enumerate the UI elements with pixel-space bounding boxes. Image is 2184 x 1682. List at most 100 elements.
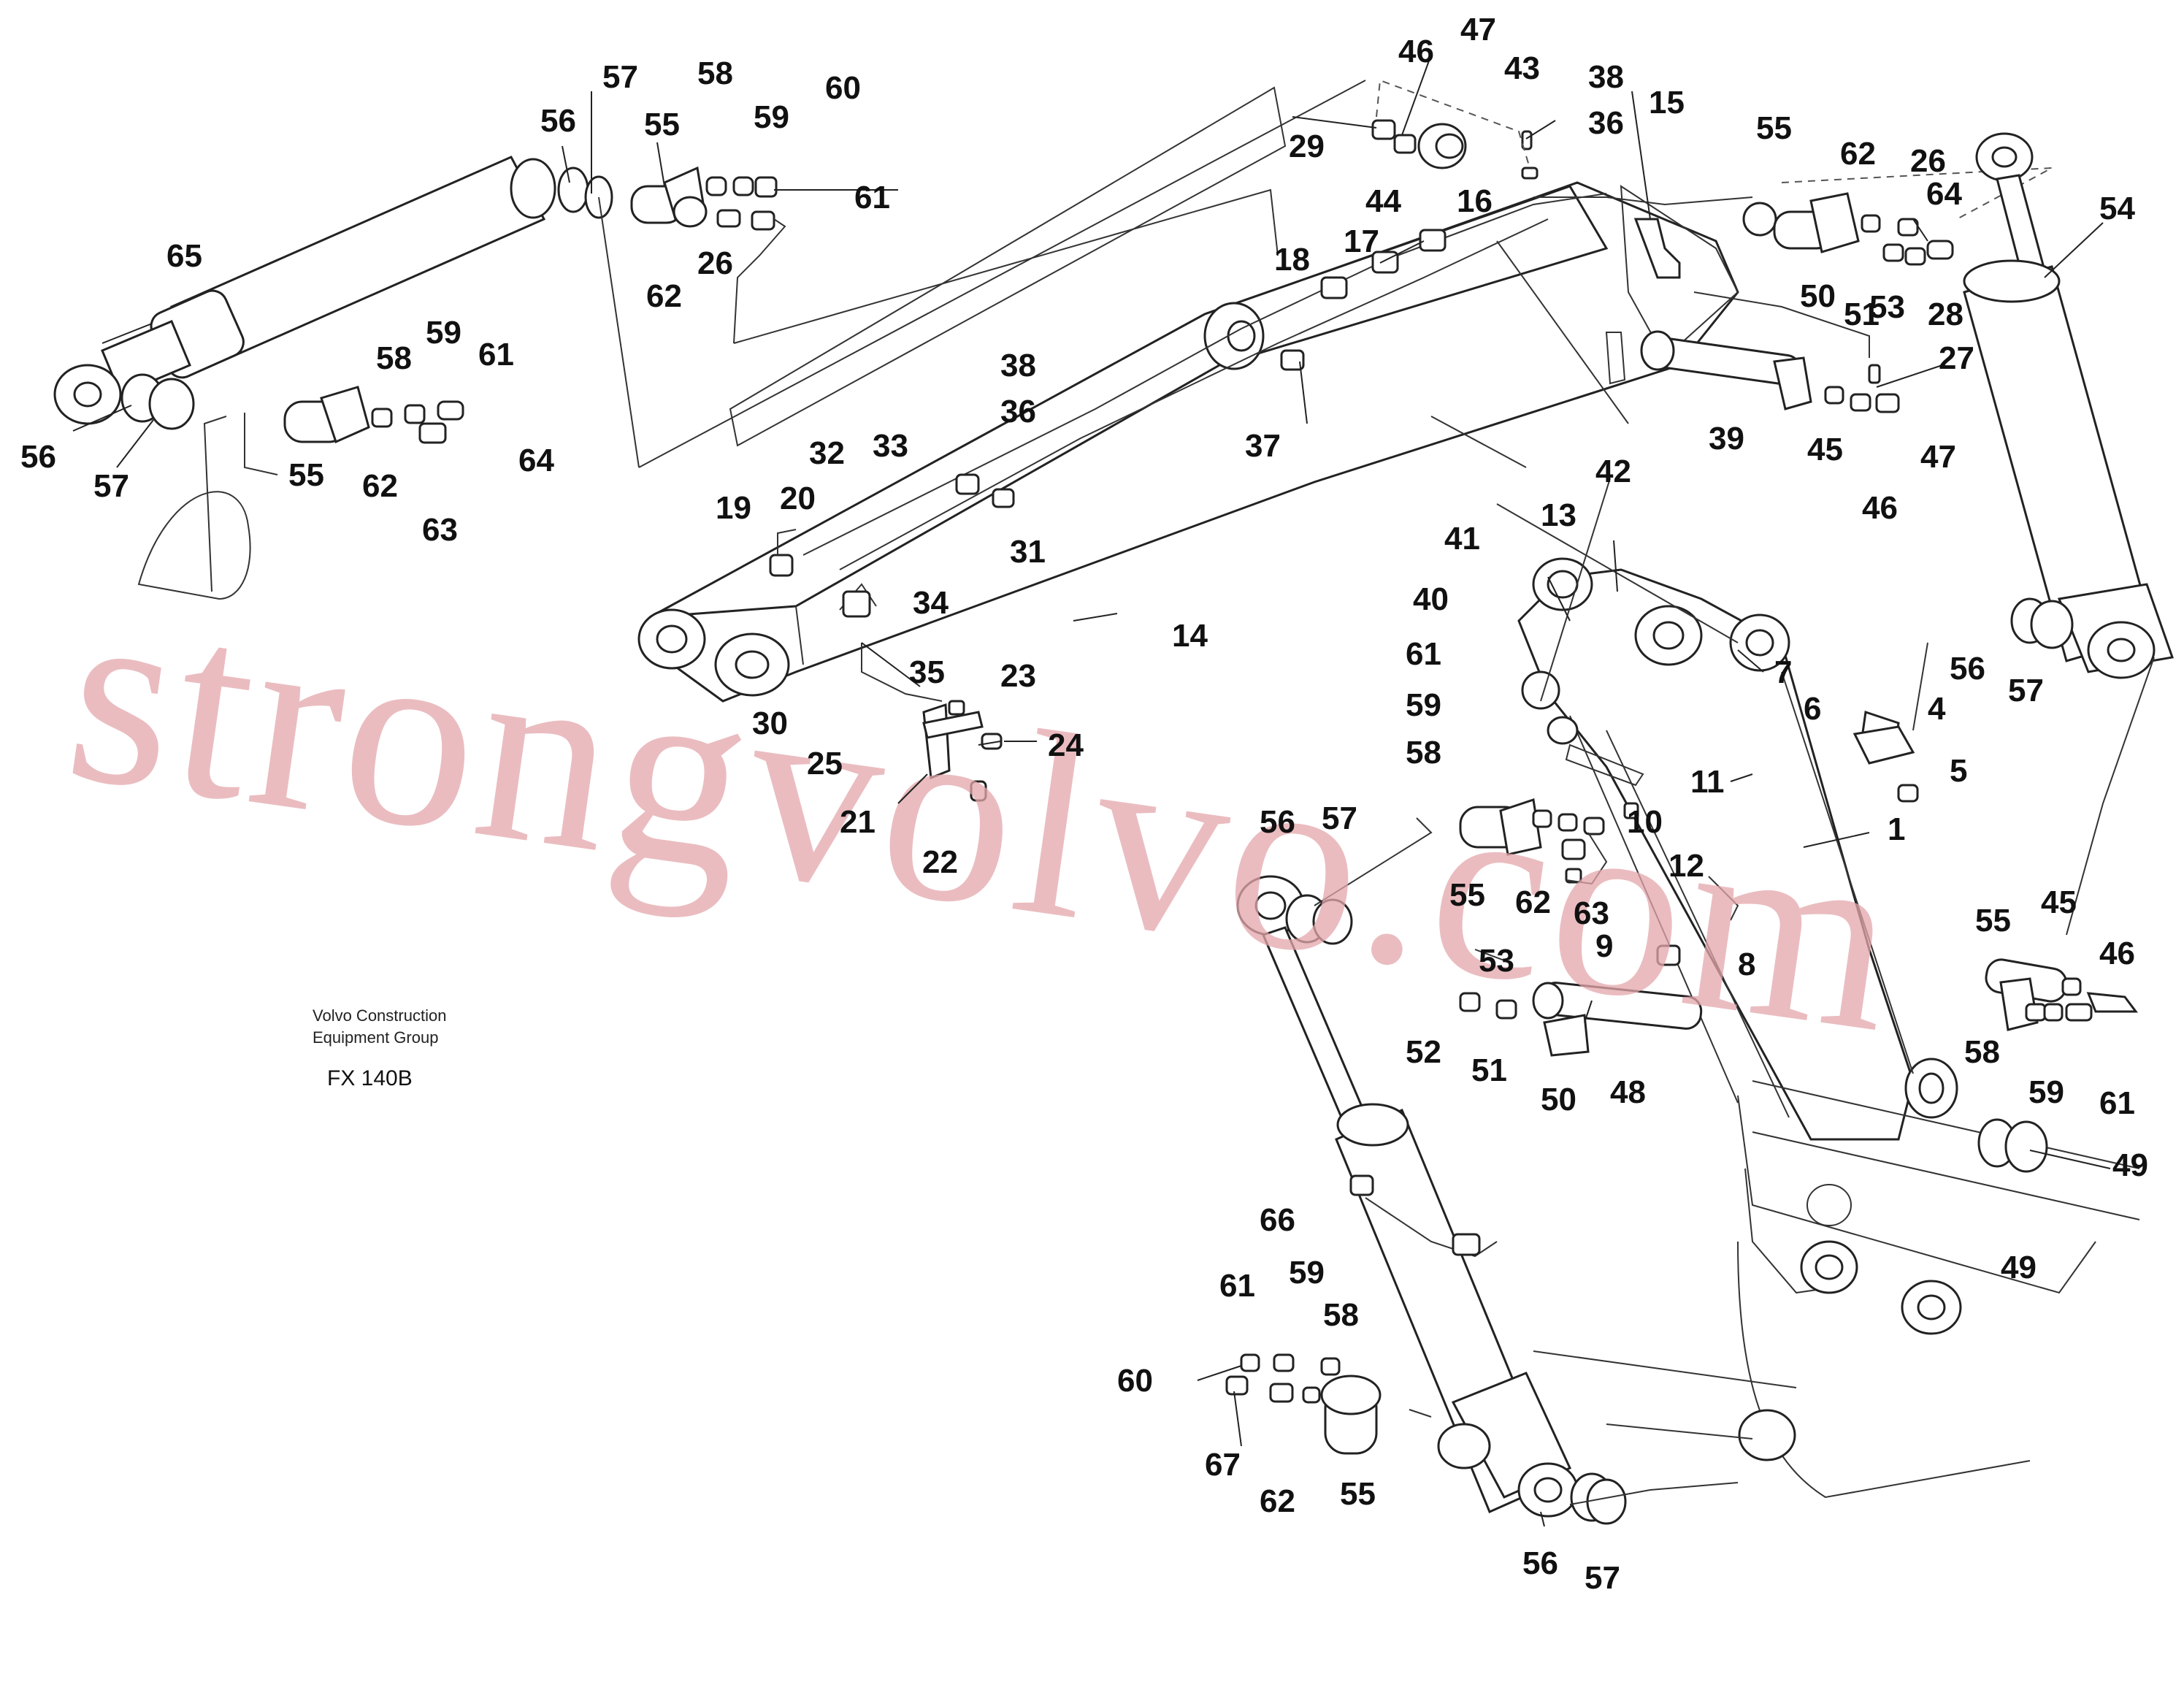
boom (1517, 557, 1958, 1141)
callout-13: 13 (1541, 497, 1576, 533)
callout-24: 24 (1048, 727, 1084, 763)
callout-56: 56 (20, 439, 56, 475)
callout-36: 36 (1588, 105, 1624, 141)
callout-4: 4 (1928, 691, 1946, 727)
callout-29: 29 (1289, 129, 1325, 164)
callout-47: 47 (1460, 12, 1496, 47)
callout-17: 17 (1344, 223, 1379, 259)
callout-64: 64 (1926, 176, 1962, 212)
callout-59: 59 (2028, 1074, 2064, 1110)
callout-45: 45 (2041, 884, 2077, 920)
callout-36: 36 (1000, 394, 1036, 429)
callout-56: 56 (1260, 804, 1295, 840)
callout-15: 15 (1649, 85, 1685, 121)
callout-55: 55 (1449, 877, 1485, 913)
pin-39 (1605, 291, 1900, 413)
callout-46: 46 (2099, 936, 2135, 971)
callout-62: 62 (1260, 1483, 1295, 1519)
callout-55: 55 (644, 107, 680, 142)
callout-61: 61 (478, 337, 514, 372)
boom-cylinder-right (1963, 132, 2175, 679)
callout-12: 12 (1668, 848, 1704, 884)
callout-22: 22 (922, 844, 958, 880)
callout-58: 58 (697, 56, 733, 91)
callout-57: 57 (1322, 800, 1357, 836)
callout-63: 63 (1574, 895, 1609, 931)
callout-34: 34 (913, 585, 949, 621)
callout-1: 1 (1888, 811, 1905, 847)
callout-26: 26 (1910, 143, 1946, 179)
callout-61: 61 (854, 180, 890, 215)
callout-27: 27 (1939, 340, 1974, 376)
callout-38: 38 (1000, 348, 1036, 383)
callout-61: 61 (1406, 636, 1441, 672)
callout-9: 9 (1595, 928, 1613, 964)
callout-58: 58 (376, 340, 412, 376)
callout-58: 58 (1323, 1297, 1359, 1333)
callout-48: 48 (1610, 1074, 1646, 1110)
callout-62: 62 (1840, 136, 1876, 172)
callout-18: 18 (1274, 242, 1310, 278)
callout-50: 50 (1800, 278, 1836, 314)
callout-33: 33 (873, 428, 908, 464)
upper-right-pin-set (1773, 167, 2053, 266)
callout-55: 55 (1340, 1476, 1376, 1512)
company-caption-line2: Equipment Group (313, 1028, 438, 1047)
mid-left-pin-set (137, 386, 464, 600)
callout-60: 60 (1117, 1363, 1153, 1399)
callout-10: 10 (1627, 804, 1663, 840)
right-pin-set (1985, 958, 2138, 1031)
callout-46: 46 (1862, 490, 1898, 526)
callout-30: 30 (752, 706, 788, 741)
callout-56: 56 (540, 103, 576, 139)
callout-14: 14 (1172, 618, 1208, 654)
callout-53: 53 (1479, 943, 1514, 979)
mid-pin-set (1459, 798, 1608, 885)
callout-58: 58 (1406, 735, 1441, 771)
callout-63: 63 (422, 512, 458, 548)
callout-55: 55 (288, 457, 324, 493)
boom-small-parts (1565, 725, 1919, 966)
callout-57: 57 (602, 59, 638, 95)
callout-53: 53 (1869, 289, 1905, 325)
callout-44: 44 (1365, 183, 1401, 219)
callout-54: 54 (2099, 191, 2135, 226)
callout-labels: 57 56 55 58 59 60 61 62 26 6 5 56 57 58 5… (20, 12, 2148, 1596)
callout-6: 6 (1804, 691, 1821, 727)
callout-16: 16 (1457, 183, 1493, 219)
callout-41: 41 (1444, 521, 1480, 557)
callout-42: 42 (1595, 454, 1631, 489)
callout-61: 61 (2099, 1085, 2135, 1121)
bracket-21 (922, 700, 1003, 802)
callout-66: 66 (1260, 1202, 1295, 1238)
callout-57: 57 (2008, 673, 2044, 708)
callout-67: 67 (1205, 1447, 1241, 1483)
callout-32: 32 (809, 435, 845, 471)
callout-56: 56 (1950, 651, 1985, 687)
callout-51: 51 (1844, 297, 1880, 332)
callout-55: 55 (1756, 110, 1792, 146)
callout-8: 8 (1738, 947, 1755, 982)
base-frame (1533, 1080, 2140, 1499)
reference-lines (598, 80, 2155, 1505)
callout-60: 60 (825, 70, 861, 106)
callout-7: 7 (1774, 654, 1792, 690)
boom-cylinder-lower (1236, 875, 1627, 1525)
callout-62: 62 (362, 468, 398, 504)
callout-21: 21 (840, 804, 875, 840)
callout-28: 28 (1928, 297, 1963, 332)
callout-64: 64 (518, 443, 554, 478)
lower-pin-set (1225, 1353, 1382, 1455)
callout-25: 25 (807, 746, 843, 781)
company-caption-line1: Volvo Construction (313, 1006, 446, 1025)
callout-51: 51 (1471, 1052, 1507, 1088)
callout-38: 38 (1588, 59, 1624, 95)
callout-37: 37 (1245, 428, 1281, 464)
callout-49: 49 (2001, 1250, 2037, 1285)
callout-26: 26 (697, 245, 733, 281)
callout-leaders (72, 54, 2111, 1527)
callout-5: 5 (1950, 753, 1967, 789)
callout-59: 59 (1289, 1255, 1325, 1291)
callout-39: 39 (1709, 421, 1744, 456)
